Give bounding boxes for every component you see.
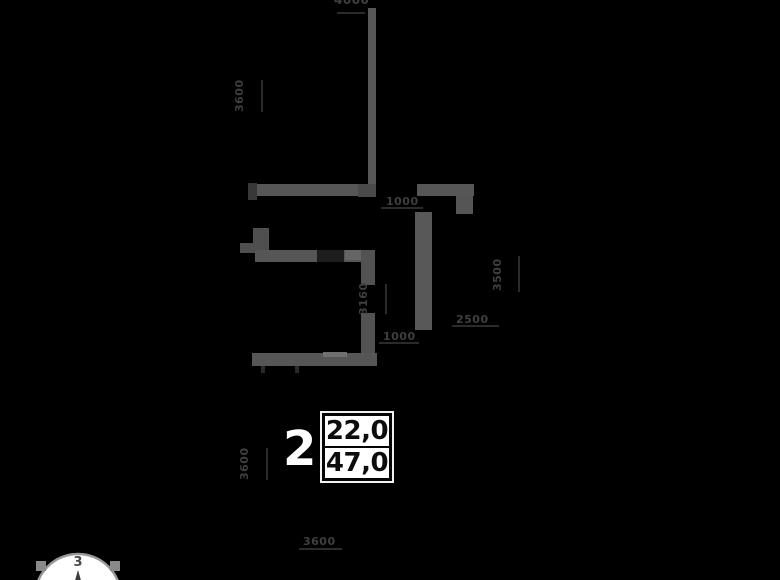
- dimension-left-upper: 3600: [233, 79, 246, 112]
- dimension-top-line: [337, 12, 365, 14]
- wall-lower-window-segment: [323, 352, 347, 357]
- wall-middle-light-segment: [345, 250, 367, 260]
- dimension-right-vertical: 3500: [491, 258, 504, 291]
- unit-room-count: 2: [283, 421, 317, 477]
- wall-upper-left-cap: [248, 183, 257, 200]
- dimension-center-top: 1000: [386, 195, 419, 208]
- wall-lower-tick-right: [295, 366, 299, 373]
- compass-rose-icon: [75, 570, 81, 580]
- wall-upper-right-junction: [358, 184, 376, 197]
- compass-icon: [37, 552, 119, 580]
- dimension-center-mid: 3160: [357, 282, 370, 315]
- wall-closet-vertical: [253, 228, 269, 253]
- dimension-center-bottom: 1000: [383, 330, 416, 343]
- dimension-left-lower-line: [266, 448, 268, 480]
- dimension-right-vertical-line: [518, 256, 520, 292]
- unit-label-group[interactable]: 2 22,0 47,0: [280, 410, 398, 485]
- dimension-top: 4000: [334, 0, 370, 7]
- dimension-center-top-line: [381, 207, 423, 209]
- wall-lower-tick-left: [261, 366, 265, 373]
- unit-living-area: 22,0: [325, 416, 389, 446]
- dimension-bottom: 3600: [303, 535, 336, 548]
- wall-upper-right-drop: [456, 196, 473, 214]
- compass-tick-left: [36, 561, 46, 571]
- wall-top-vertical: [368, 8, 376, 188]
- dimension-left-upper-line: [261, 80, 263, 112]
- dimension-center-mid-line: [385, 284, 387, 314]
- wall-central-vertical: [415, 212, 432, 330]
- unit-area-box: 22,0 47,0: [322, 413, 392, 481]
- wall-upper-right-horizontal: [417, 184, 474, 196]
- area-box-divider: [325, 446, 389, 448]
- wall-lower-horizontal: [252, 353, 377, 366]
- dimension-bottom-line: [299, 548, 342, 550]
- compass-tick-right: [110, 561, 120, 571]
- wall-closet-stub: [240, 243, 254, 253]
- dimension-right-horizontal: 2500: [456, 313, 489, 326]
- wall-upper-horizontal: [249, 184, 376, 196]
- wall-right-vertical-upper: [361, 250, 375, 285]
- dimension-left-lower: 3600: [238, 447, 251, 480]
- wall-right-vertical-lower: [361, 313, 375, 366]
- wall-middle-door-opening: [317, 250, 344, 262]
- dimension-center-bottom-line: [379, 342, 419, 344]
- compass-section-number: 3: [73, 555, 83, 570]
- unit-total-area: 47,0: [325, 448, 389, 478]
- dimension-right-horizontal-line: [452, 325, 499, 327]
